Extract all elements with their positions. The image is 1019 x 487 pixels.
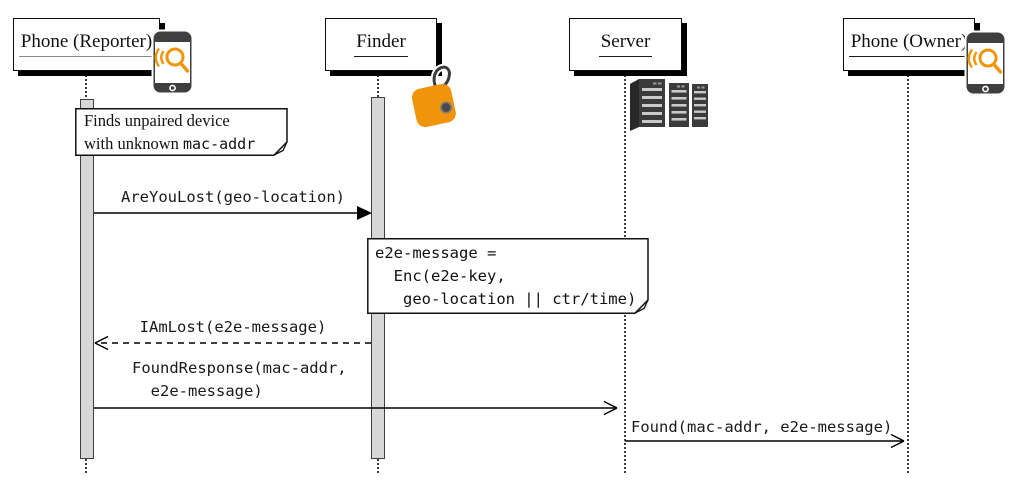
- owner-phone-search-icon: [964, 30, 1007, 96]
- note-line-1: Finds unpaired device: [84, 111, 230, 130]
- arrow-foundresponse: [94, 400, 618, 416]
- note-shape: [75, 108, 288, 156]
- reporter-phone-search-icon: [151, 29, 194, 95]
- server-rack-icon: [630, 79, 708, 131]
- participant-box-finder: Finder: [325, 18, 437, 71]
- note-e2e-message: e2e-message = Enc(e2e-key, geo-location …: [367, 238, 649, 314]
- message-label-iamlost: IAmLost(e2e-message): [139, 318, 327, 336]
- participant-label-phone-reporter: Phone (Reporter): [18, 31, 155, 57]
- participant-box-phone-owner: Phone (Owner): [843, 18, 975, 71]
- note-finds-unpaired-device: Finds unpaired device with unknown mac-a…: [75, 108, 288, 156]
- message-label-areyoulost: AreYouLost(geo-location): [121, 188, 345, 206]
- activation-bar-reporter: [80, 99, 94, 459]
- message-label-foundresponse: FoundResponse(mac-addr, e2e-message): [132, 359, 347, 400]
- lifeline-phone-owner: [907, 71, 909, 473]
- note-code-e2e: e2e-message = Enc(e2e-key, geo-location …: [375, 244, 637, 308]
- tracker-tag-icon: [411, 63, 456, 128]
- note-code-mac-addr: mac-addr: [183, 135, 256, 153]
- participant-box-phone-reporter: Phone (Reporter): [13, 18, 160, 71]
- participant-box-server: Server: [569, 18, 682, 71]
- participant-label-finder: Finder: [354, 31, 408, 57]
- participant-label-server: Server: [598, 31, 653, 57]
- note-line-2: with unknown mac-addr: [84, 134, 256, 153]
- message-label-found: Found(mac-addr, e2e-message): [631, 418, 893, 436]
- participant-label-phone-owner: Phone (Owner): [848, 31, 970, 57]
- note-shape: [367, 238, 649, 314]
